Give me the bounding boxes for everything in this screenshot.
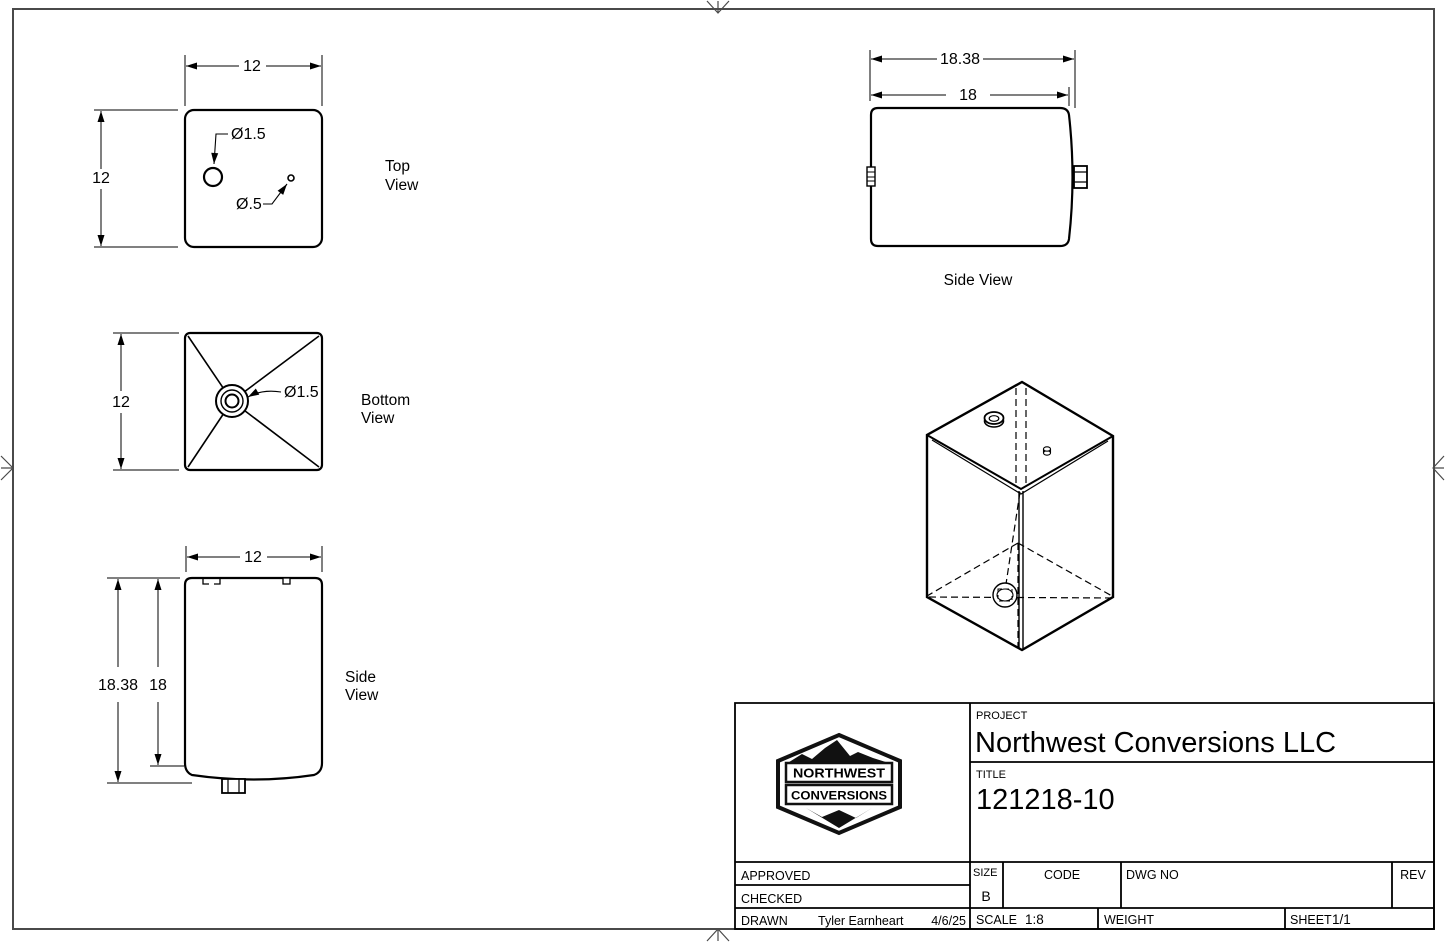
logo-banner-bottom <box>784 783 894 806</box>
leader-drain-fitting <box>247 388 282 398</box>
hidden-bottom-rear-edges <box>926 542 1113 597</box>
bottom-slope-edges <box>187 335 320 468</box>
fill-cap-top <box>983 411 1005 425</box>
scale-label: SCALE <box>976 913 1017 927</box>
dim-extension-lines <box>107 577 192 784</box>
title-block: PROJECT Northwest Conversions LLC TITLE … <box>734 702 1435 930</box>
dim-text-sideright-inner: 18 <box>959 87 977 104</box>
logo-text-line1: NORTHWEST <box>793 766 885 781</box>
vent-hole-circle <box>287 174 295 182</box>
bottom-view: Ø1.5 12 Bottom View <box>112 331 410 472</box>
rev-label: REV <box>1400 868 1426 882</box>
side-left-label-line2: View <box>345 687 379 704</box>
top-view-label-line1: Top <box>385 158 410 175</box>
right-port-stub <box>1073 165 1088 189</box>
drawn-date: 4/6/25 <box>931 914 966 928</box>
drawn-by: Tyler Earnheart <box>818 914 904 928</box>
sheet-label: SHEET <box>1290 913 1332 927</box>
weight-label: WEIGHT <box>1104 913 1154 927</box>
scale-value: 1:8 <box>1025 912 1044 927</box>
bottom-view-label-line1: Bottom <box>361 392 410 409</box>
vent-stub-top <box>1042 446 1052 452</box>
bottom-view-label-line2: View <box>361 410 395 427</box>
dim-extension-lines <box>185 546 323 572</box>
title-label: TITLE <box>976 769 1006 781</box>
dim-text-bottom-height: 12 <box>112 394 130 411</box>
logo-mountains-reflection <box>806 808 872 828</box>
drawing-title: 121218-10 <box>976 784 1115 816</box>
dim-text-sideright-outer: 18.38 <box>940 51 980 68</box>
leader-vent-hole <box>263 183 288 205</box>
dim-extension-lines <box>94 109 178 248</box>
top-face-front-edges <box>926 434 1114 491</box>
dim-text-drain: Ø1.5 <box>284 384 319 401</box>
logo-banner-top <box>784 761 894 784</box>
isometric-view <box>925 380 1115 652</box>
hidden-bottom-diagonal <box>928 596 1113 599</box>
top-small-tab <box>282 577 291 585</box>
tb-divider <box>1097 908 1286 929</box>
dim-text-vent-hole: Ø.5 <box>236 196 262 213</box>
dim-text-top-height: 12 <box>92 170 110 187</box>
dim-extension-lines <box>113 332 179 471</box>
size-value: B <box>981 888 990 904</box>
logo-text-line2: CONVERSIONS <box>791 789 887 803</box>
top-view: 12 12 Ø1.5 Ø.5 Top View <box>92 55 419 249</box>
checked-label: CHECKED <box>741 892 802 906</box>
dim-text-sideleft-inner: 18 <box>149 677 167 694</box>
project-name: Northwest Conversions LLC <box>975 727 1336 759</box>
fill-cap-inner <box>988 415 1000 422</box>
company-logo: NORTHWEST CONVERSIONS <box>776 732 902 836</box>
bottom-drain-stub-lines <box>227 779 240 793</box>
dim-text-fill-hole: Ø1.5 <box>231 126 266 143</box>
right-port-stub-lines <box>1074 171 1087 183</box>
side-left-outline <box>183 576 324 781</box>
logo-mountains <box>786 740 892 765</box>
top-view-label-line2: View <box>385 177 419 194</box>
side-right-outline <box>869 106 1074 248</box>
bottom-drain-stub <box>221 778 246 794</box>
zone-marker-bottom <box>706 928 730 942</box>
top-slot-tab <box>202 578 221 585</box>
leader-fill-hole <box>211 133 228 165</box>
zone-marker-top <box>706 0 730 14</box>
fill-hole-circle <box>202 166 224 188</box>
hidden-sump-feed <box>1005 491 1021 585</box>
top-view-outline <box>183 108 324 249</box>
drawn-label: DRAWN <box>741 914 788 928</box>
dim-extension-lines <box>869 50 1076 108</box>
code-label: CODE <box>1044 868 1080 882</box>
hidden-lines <box>926 388 1113 648</box>
zone-marker-left <box>0 455 14 481</box>
zone-marker-right <box>1432 455 1445 481</box>
left-tab-stack-lines <box>867 171 875 182</box>
front-corner-edge <box>1018 491 1024 649</box>
side-left-label-line1: Side <box>345 669 376 686</box>
sump-hidden-square <box>997 588 1013 602</box>
approved-label: APPROVED <box>741 869 810 883</box>
side-view-right: 18.38 18 Side View <box>866 50 1088 289</box>
tank-outline <box>925 380 1115 652</box>
top-face-inner-edges <box>931 439 1109 495</box>
sheet-value: 1/1 <box>1332 912 1351 927</box>
size-label: SIZE <box>973 867 997 879</box>
drain-fitting-inner <box>224 393 240 409</box>
dim-text-sideleft-outer: 18.38 <box>98 677 138 694</box>
dim-extension-lines <box>184 55 323 106</box>
side-view-left: 12 18.38 18 Side View <box>98 546 379 794</box>
project-label: PROJECT <box>976 710 1028 722</box>
sump-inner <box>996 588 1014 602</box>
title-block-outline <box>734 702 1435 930</box>
tb-divider <box>1002 862 1393 908</box>
dim-text-top-width: 12 <box>243 58 261 75</box>
dim-text-sideleft-width: 12 <box>244 549 262 566</box>
dwg-no-label: DWG NO <box>1126 868 1179 882</box>
side-right-label: Side View <box>944 272 1013 289</box>
title-block-lines <box>734 702 1435 930</box>
bottom-view-outline <box>183 331 324 472</box>
